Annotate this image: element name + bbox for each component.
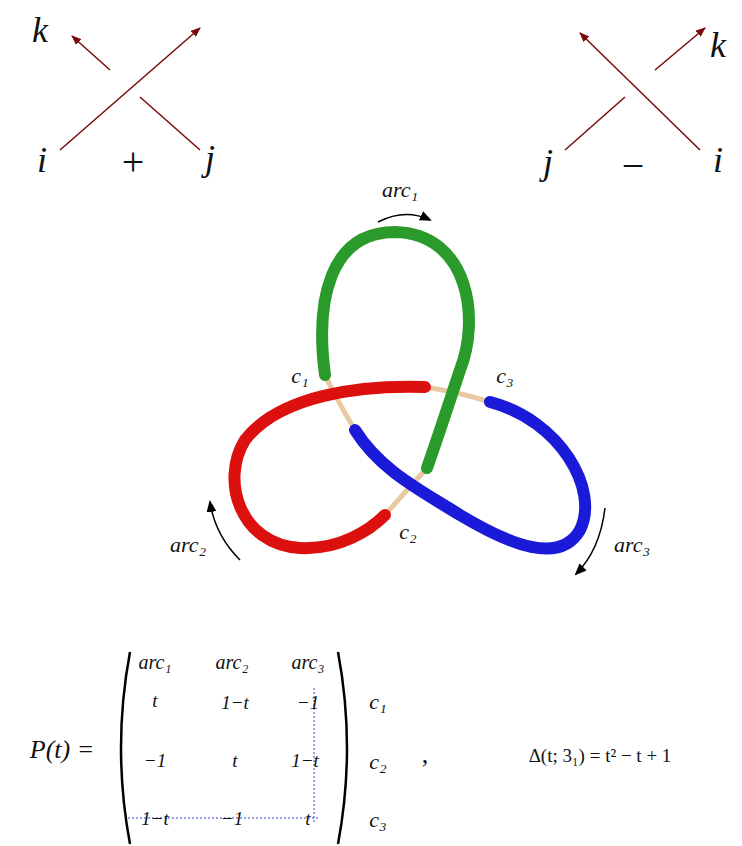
matrix-name: P(t) = (30, 737, 94, 763)
crossing-strand-label: i (37, 142, 47, 178)
crossing-sign: − (622, 146, 645, 186)
row-label: c₂ (369, 751, 386, 773)
row-label: c₁ (369, 691, 386, 713)
matrix-entry: −1 (144, 751, 166, 770)
crossing-strand-label: i (713, 142, 723, 178)
matrix-entry: 1−t (141, 809, 169, 828)
arc-label: arc₃ (614, 534, 650, 556)
matrix-entry: t (232, 751, 237, 770)
crossing-sign: + (122, 142, 145, 182)
separator: , (422, 742, 429, 768)
crossing-strand-label: j (205, 140, 215, 176)
column-header: arc₁ (139, 652, 172, 672)
crossing-strand-label: j (543, 144, 553, 180)
crossing-label: c₂ (399, 521, 416, 543)
row-label: c₃ (369, 809, 386, 831)
matrix-entry: −1 (221, 809, 243, 828)
matrix-entry: t (305, 809, 310, 828)
crossing-label: c₁ (291, 365, 308, 387)
matrix-entry: 1−t (221, 693, 249, 712)
crossing-strand-label: k (710, 27, 726, 63)
matrix-entry: 1−t (291, 751, 319, 770)
matrix-entry: t (152, 691, 157, 710)
arc-label: arc₁ (382, 179, 418, 201)
matrix-entry: −1 (297, 693, 319, 712)
arc-label: arc₂ (170, 534, 206, 556)
crossing-strand-label: k (32, 12, 48, 48)
column-header: arc₂ (216, 652, 249, 672)
alexander-polynomial: Δ(t; 3₁) = t² − t + 1 (529, 746, 672, 765)
crossing-label: c₃ (496, 365, 513, 387)
column-header: arc₃ (292, 652, 325, 672)
